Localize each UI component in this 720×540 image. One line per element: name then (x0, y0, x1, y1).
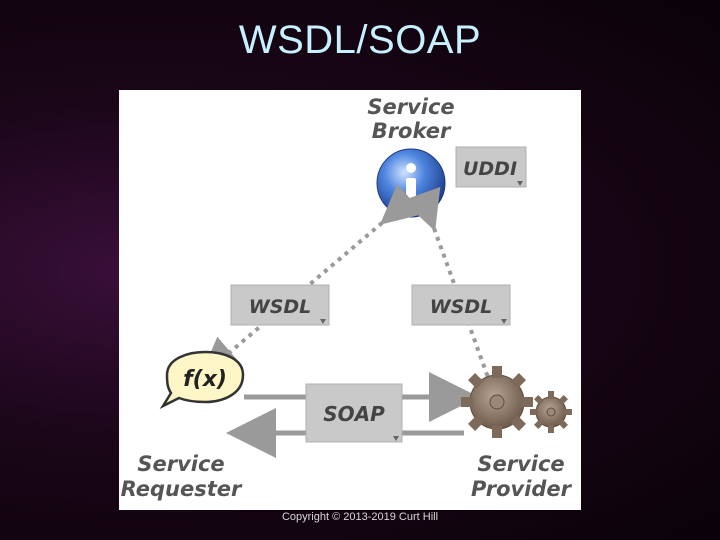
uddi-label: UDDI (463, 158, 517, 180)
requester-label-line2: Requester (121, 477, 243, 501)
broker-label-line2: Broker (372, 119, 452, 143)
requester-label-line1: Service (137, 452, 224, 476)
wsdl-right-arrow (402, 186, 491, 381)
provider-label-line1: Service (477, 452, 564, 476)
diagram-canvas: Service Broker UDDI WSDL WSDL (121, 95, 573, 501)
function-icon: f(x) (159, 350, 245, 410)
wsdl-right-box: WSDL (411, 284, 511, 326)
provider-label-line2: Provider (471, 477, 573, 501)
soap-box: SOAP (305, 383, 403, 443)
soap-label: SOAP (323, 402, 385, 426)
broker-label-line1: Service (367, 95, 454, 119)
info-icon (376, 148, 446, 218)
wsdl-left-label: WSDL (249, 296, 312, 318)
uddi-registry-box: UDDI (455, 146, 527, 188)
wsdl-right-label: WSDL (430, 296, 493, 318)
copyright-footer: Copyright © 2013-2019 Curt Hill (281, 511, 439, 523)
gears-icon (461, 366, 572, 438)
wsdl-left-box: WSDL (230, 284, 330, 326)
function-icon-text: f(x) (183, 367, 227, 392)
wsdl-soap-diagram: Service Broker UDDI WSDL WSDL (119, 90, 581, 510)
slide-title: WSDL/SOAP (238, 18, 482, 62)
